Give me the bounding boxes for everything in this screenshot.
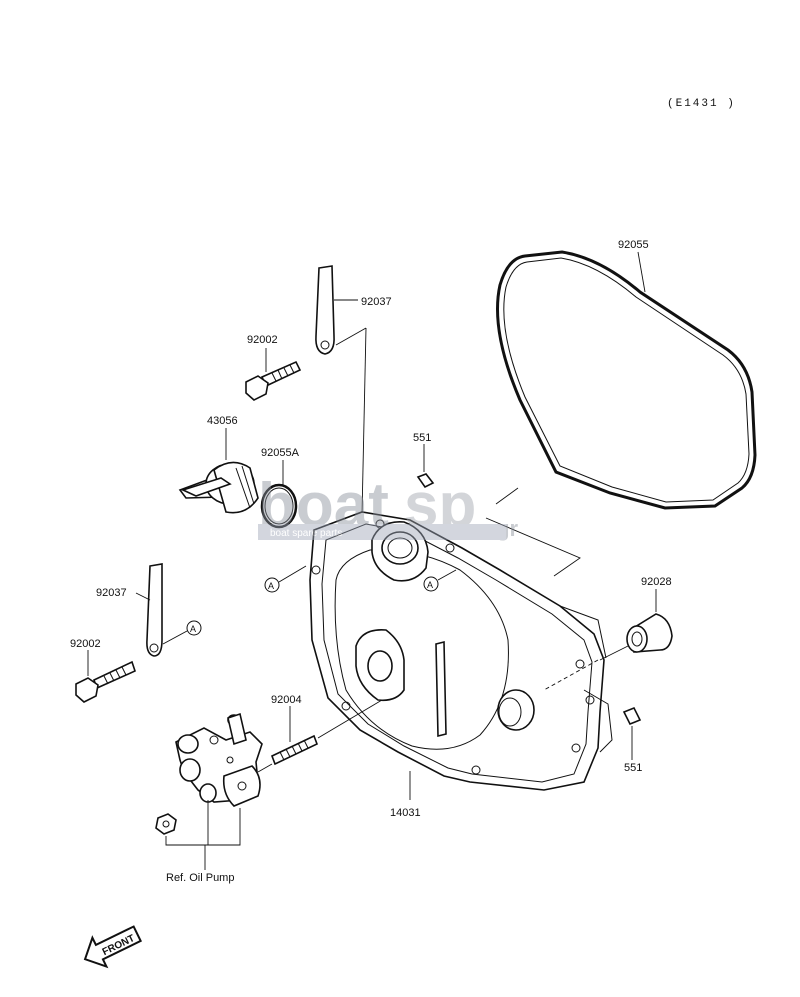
label-92002-left: 92002 (70, 638, 101, 650)
bolt-92002-top[interactable] (245, 360, 302, 401)
nut[interactable] (155, 813, 177, 835)
filler-boss (371, 521, 429, 582)
svg-text:boat: boat (258, 471, 389, 540)
oring-92055A[interactable] (260, 483, 298, 529)
front-arrow: FRONT (83, 925, 143, 969)
label-551-right: 551 (624, 762, 642, 774)
svg-text:A: A (190, 624, 196, 634)
strap-92037-top[interactable] (315, 265, 335, 355)
label-92055: 92055 (618, 239, 649, 251)
svg-text:.gr: .gr (490, 516, 519, 541)
bushing-92028[interactable] (626, 613, 673, 653)
label-551-top: 551 (413, 432, 431, 444)
engine-cover-14031[interactable] (309, 511, 613, 791)
label-92037-top: 92037 (361, 296, 392, 308)
svg-text:A: A (427, 580, 433, 590)
watermark: boat sp .gr boat spare parts (258, 471, 519, 541)
bolt-92002-left[interactable] (75, 660, 136, 703)
filler-cap-43056[interactable] (178, 461, 259, 514)
oil-pump[interactable] (175, 712, 263, 807)
svg-text:A: A (268, 581, 274, 591)
dowel-551-top[interactable] (416, 473, 435, 489)
stud-92004[interactable] (270, 734, 319, 766)
marker-a-2: A (423, 569, 457, 592)
label-92028: 92028 (641, 576, 672, 588)
marker-a-1: A (264, 565, 307, 593)
label-92055A: 92055A (261, 447, 300, 459)
label-92002-top: 92002 (247, 334, 278, 346)
strap-92037-left[interactable] (146, 563, 163, 657)
label-92037-left: 92037 (96, 587, 127, 599)
diagram-code: (E1431 ) (667, 98, 736, 110)
label-14031: 14031 (390, 807, 421, 819)
dowel-551-right[interactable] (622, 706, 642, 726)
label-92004: 92004 (271, 694, 302, 706)
gasket-92055[interactable] (496, 250, 757, 510)
marker-a-3: A (162, 620, 202, 645)
svg-text:sp: sp (404, 471, 476, 540)
ref-oil-pump-label: Ref. Oil Pump (166, 872, 234, 884)
svg-text:boat spare parts: boat spare parts (270, 528, 342, 539)
label-43056: 43056 (207, 415, 238, 427)
